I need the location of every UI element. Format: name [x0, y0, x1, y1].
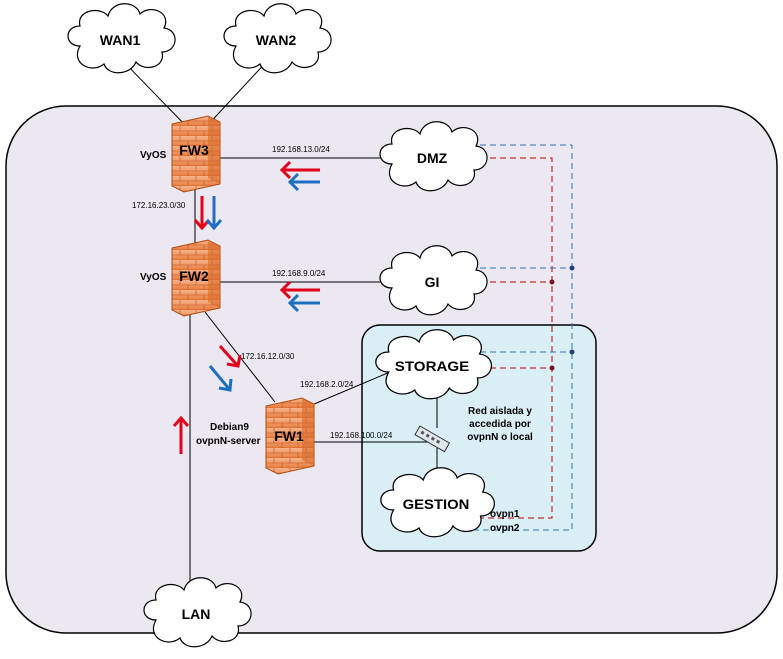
red-arrow-left-icon — [279, 280, 320, 300]
switch-icon — [414, 425, 451, 453]
red-arrow-left-icon — [279, 160, 320, 180]
isolated-note-line1: Red aislada y — [468, 406, 532, 417]
cloud-wan2: WAN2 — [223, 3, 332, 74]
fw3-os-label: VyOS — [140, 150, 167, 161]
fw1-label: FW1 — [274, 428, 304, 444]
fw2-label: FW2 — [179, 268, 209, 284]
red-arrow-up-icon — [172, 415, 190, 454]
blue-arrow-down-icon — [205, 196, 223, 231]
fw1-service-label: ovpnN-server — [196, 436, 261, 447]
junction-dot — [569, 349, 575, 355]
storage-net-label: 192.168.2.0/24 — [300, 380, 354, 389]
cloud-lan-label: LAN — [182, 606, 211, 622]
vpn2-red-path — [470, 157, 553, 519]
fw2-fw1-net-label: 172.16.12.0/30 — [241, 352, 295, 361]
cloud-gi-label: GI — [425, 274, 440, 290]
fw3-fw2-net-label: 172.16.23.0/30 — [132, 201, 186, 210]
cloud-wan2-label: WAN2 — [256, 32, 297, 48]
blue-arrow-diag-icon — [208, 365, 233, 392]
fw3-label: FW3 — [179, 142, 209, 158]
cloud-dmz: DMZ — [379, 121, 488, 192]
cloud-wan1: WAN1 — [67, 3, 176, 74]
cloud-storage-label: STORAGE — [395, 359, 470, 374]
link-wan1-fw3 — [119, 57, 189, 129]
blue-arrow-left-icon — [287, 172, 320, 192]
firewall-fw3: FW3 — [171, 115, 221, 193]
vpn-junction-dots — [549, 265, 575, 371]
junction-dot — [569, 265, 575, 271]
isolated-note-line3: ovpnN o local — [467, 432, 533, 443]
traffic-arrows — [172, 160, 320, 454]
link-fw1-storage — [299, 371, 391, 411]
firewall-fw1: FW1 — [265, 397, 315, 475]
junction-dot — [549, 279, 555, 285]
fw1-os-label: Debian9 — [210, 422, 249, 433]
red-arrow-diag-icon — [218, 344, 242, 368]
firewall-fw2: FW2 — [171, 239, 221, 317]
gestion-net-label: 192.168.100.0/24 — [330, 431, 393, 440]
fw2-os-label: VyOS — [140, 272, 167, 283]
cloud-gestion: GESTION — [380, 467, 495, 538]
cloud-gestion-label: GESTION — [403, 497, 470, 513]
dmz-net-label: 192.168.13.0/24 — [272, 145, 330, 154]
isolated-note-line2: accedida por — [469, 419, 531, 430]
link-wan2-fw3 — [204, 57, 271, 129]
gi-net-label: 192.168.9.0/24 — [272, 269, 326, 278]
vpn1-blue-path — [470, 144, 573, 531]
blue-arrow-left-icon — [287, 293, 320, 313]
cloud-wan1-label: WAN1 — [100, 32, 141, 48]
red-arrow-down-icon — [193, 196, 211, 231]
cloud-dmz-label: DMZ — [417, 150, 448, 166]
ovpn1-label: ovpn1 — [490, 509, 520, 520]
cloud-storage: STORAGE — [375, 329, 493, 400]
vpn-dashed-lines — [470, 144, 573, 531]
cloud-lan: LAN — [143, 577, 252, 648]
cloud-gi: GI — [379, 245, 488, 316]
ovpn2-label: ovpn2 — [490, 523, 520, 534]
junction-dot — [549, 365, 555, 371]
